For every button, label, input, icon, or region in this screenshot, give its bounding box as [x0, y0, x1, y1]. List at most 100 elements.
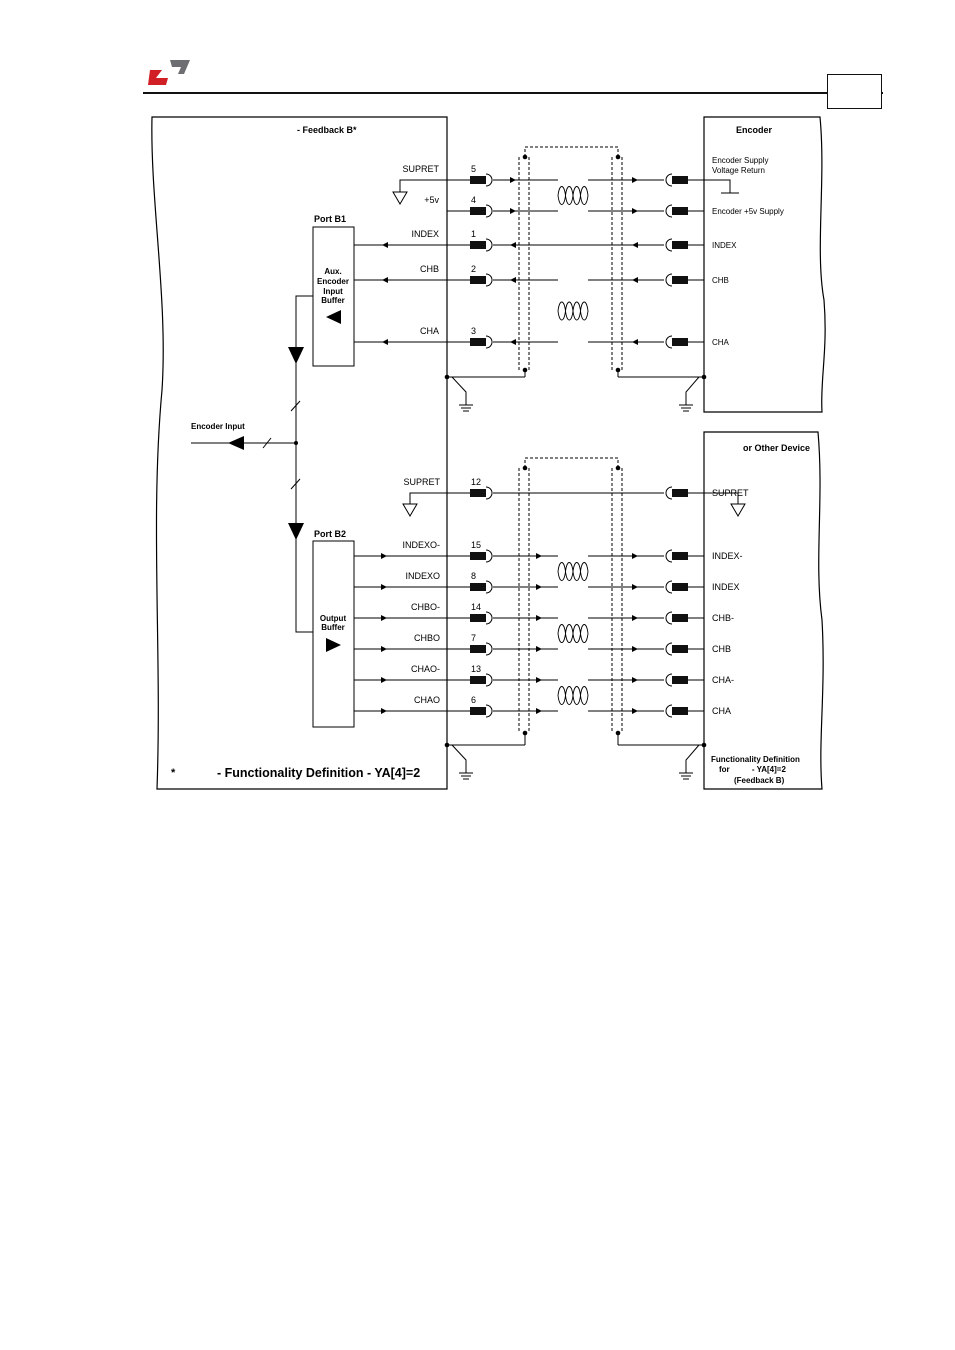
signal-arrow-icon [381, 584, 387, 590]
remote-label: Encoder +5v Supply [712, 207, 784, 216]
signal-arrow-icon [510, 208, 516, 214]
logo-red-mark [148, 70, 168, 85]
footnote-text: - Functionality Definition - YA[4]=2 [217, 766, 420, 780]
pin-socket [665, 486, 673, 500]
signal-arrow-icon [536, 646, 542, 652]
encoder-input-arrow-icon [228, 436, 244, 450]
remote-label: Encoder Supply [712, 156, 768, 165]
pin-connector [672, 241, 688, 249]
signal-label: +5v [424, 195, 439, 205]
signal-label: CHA [420, 326, 439, 336]
signal-arrow-icon [510, 242, 516, 248]
pin-number: 14 [471, 602, 481, 612]
port-b1-buffer-line-1: Aux. [324, 267, 341, 276]
pin-socket [665, 704, 673, 718]
signal-label: SUPRET [402, 164, 439, 174]
port-b2-buffer-box [312, 540, 355, 728]
pin-socket [665, 173, 673, 187]
pin-number: 6 [471, 695, 476, 705]
encoder-box-title: Encoder [736, 125, 773, 135]
port-b1-buffer-line-4: Buffer [321, 296, 345, 305]
pin-socket [485, 611, 493, 625]
pin-connector [672, 676, 688, 684]
pin-connector [672, 276, 688, 284]
port-b1-buffer-line-2: Encoder [317, 277, 349, 286]
pin-connector [672, 338, 688, 346]
pin-connector [672, 614, 688, 622]
other-device-title: or Other Device [743, 443, 810, 453]
signal-arrow-icon [536, 677, 542, 683]
pin-connector [470, 207, 486, 215]
twisted-pair-coil [557, 562, 589, 581]
pin-socket [485, 642, 493, 656]
signal-label: CHB [420, 264, 439, 274]
signal-arrow-icon [536, 615, 542, 621]
signal-arrow-icon [632, 553, 638, 559]
twisted-pair-coil [557, 624, 589, 643]
signal-label: CHAO [414, 695, 440, 705]
pin-connector [672, 207, 688, 215]
twisted-pair-coil [557, 301, 589, 321]
pin-connector [470, 707, 486, 715]
remote-label: CHA [712, 706, 731, 716]
other-device-note-1: Functionality Definition [711, 755, 800, 764]
pin-socket [665, 335, 673, 349]
pin-socket [665, 204, 673, 218]
signal-label: SUPRET [403, 477, 440, 487]
signal-arrow-icon [381, 646, 387, 652]
pin-connector [672, 489, 688, 497]
signal-arrow-icon [632, 339, 638, 345]
remote-label: CHB [712, 276, 729, 285]
pin-socket [485, 580, 493, 594]
signal-arrow-icon [382, 339, 388, 345]
port-b1-title: Port B1 [314, 214, 346, 224]
pin-connector [672, 645, 688, 653]
pin-socket [485, 549, 493, 563]
shields [447, 146, 704, 773]
pin-socket [665, 673, 673, 687]
remote-label: Voltage Return [712, 166, 765, 175]
drive-panel-outline [151, 116, 448, 790]
junction-dots [294, 154, 707, 748]
remote-label: SUPRET [712, 488, 749, 498]
pin-connector [672, 176, 688, 184]
pin-socket [665, 549, 673, 563]
pin-socket [485, 273, 493, 287]
signal-arrow-icon [381, 708, 387, 714]
other-device-note-3: (Feedback B) [734, 776, 785, 785]
pin-connector [470, 241, 486, 249]
signal-arrow-icon [632, 277, 638, 283]
signal-arrow-icon [632, 242, 638, 248]
signal-arrow-icon [536, 708, 542, 714]
remote-label: CHA- [712, 675, 734, 685]
pin-socket [485, 204, 493, 218]
signal-arrow-icon [632, 584, 638, 590]
port-b2-title: Port B2 [314, 529, 346, 539]
signal-arrow-icon [510, 339, 516, 345]
pin-connector [470, 176, 486, 184]
pin-socket [665, 273, 673, 287]
pin-number: 8 [471, 571, 476, 581]
port-b2-buffer-triangle-icon [326, 638, 341, 652]
signal-arrow-icon [632, 646, 638, 652]
remote-label: CHB [712, 644, 731, 654]
signal-arrow-icon [632, 708, 638, 714]
remote-label: INDEX [712, 582, 740, 592]
pin-number: 4 [471, 195, 476, 205]
signal-arrow-icon [381, 553, 387, 559]
signal-arrow-icon [536, 584, 542, 590]
pin-number: 2 [471, 264, 476, 274]
signal-label: INDEXO [405, 571, 440, 581]
supply-return-symbols [392, 179, 746, 517]
